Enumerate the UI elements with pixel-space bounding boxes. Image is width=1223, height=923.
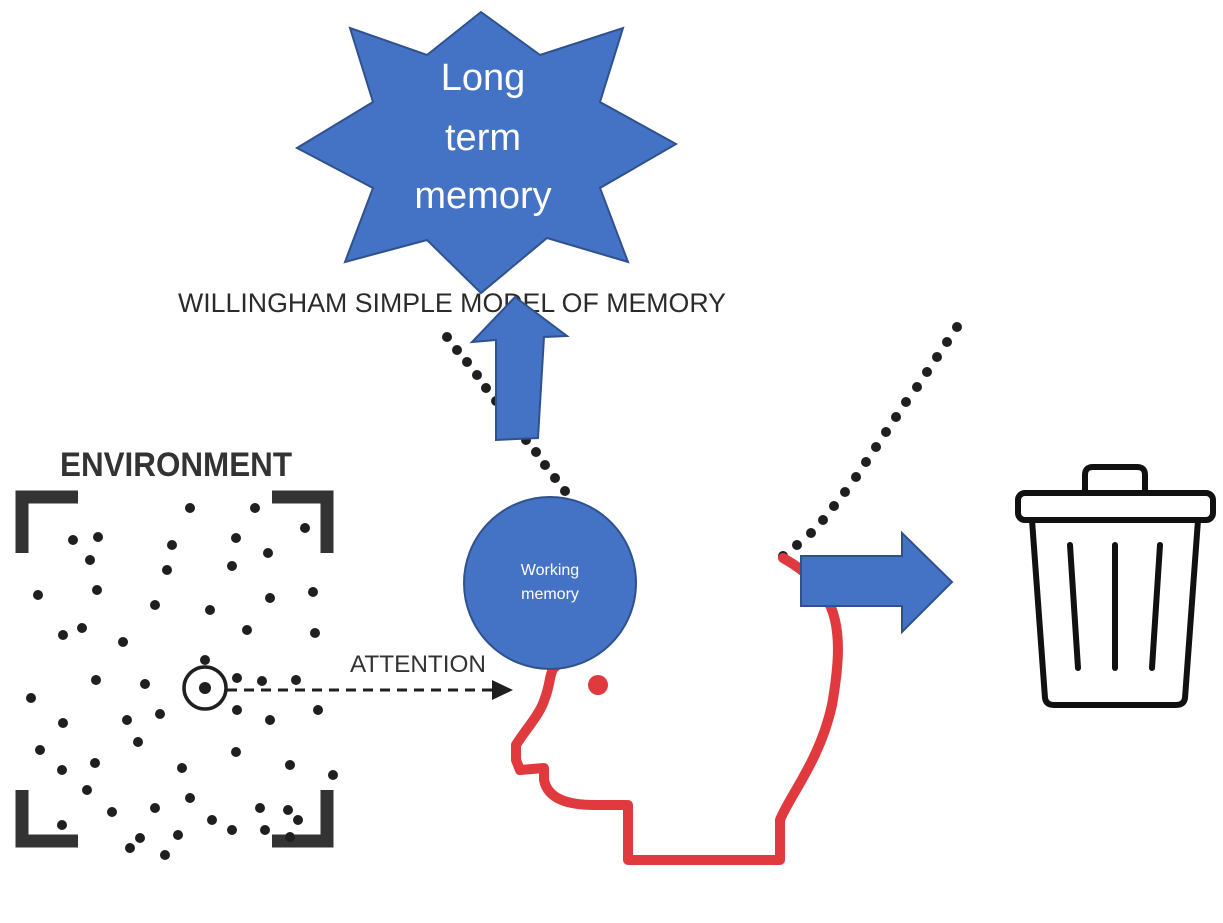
right-arrow bbox=[800, 530, 954, 635]
long-term-memory-star: Long term memory bbox=[294, 10, 679, 295]
attention-label: ATTENTION bbox=[350, 651, 486, 678]
long-term-memory-line-1: Long bbox=[441, 57, 526, 99]
dotted-line-right bbox=[778, 322, 962, 561]
environment-frame bbox=[15, 490, 334, 848]
long-term-memory-line-3: memory bbox=[414, 175, 551, 217]
head-outline bbox=[511, 553, 843, 865]
environment-dots bbox=[26, 503, 338, 860]
long-term-memory-line-2: term bbox=[445, 117, 521, 159]
diagram-title: WILLINGHAM SIMPLE MODEL OF MEMORY bbox=[178, 288, 726, 318]
attention-arrow bbox=[227, 680, 513, 700]
environment-label: ENVIRONMENT bbox=[60, 446, 292, 484]
working-memory-line-2: memory bbox=[521, 586, 579, 603]
target-icon bbox=[182, 665, 228, 711]
up-arrow bbox=[469, 295, 570, 442]
working-memory-circle: Working memory bbox=[463, 496, 637, 670]
head-eye bbox=[588, 675, 608, 695]
working-memory-line-1: Working bbox=[521, 562, 579, 579]
trash-can-icon bbox=[1015, 464, 1216, 708]
